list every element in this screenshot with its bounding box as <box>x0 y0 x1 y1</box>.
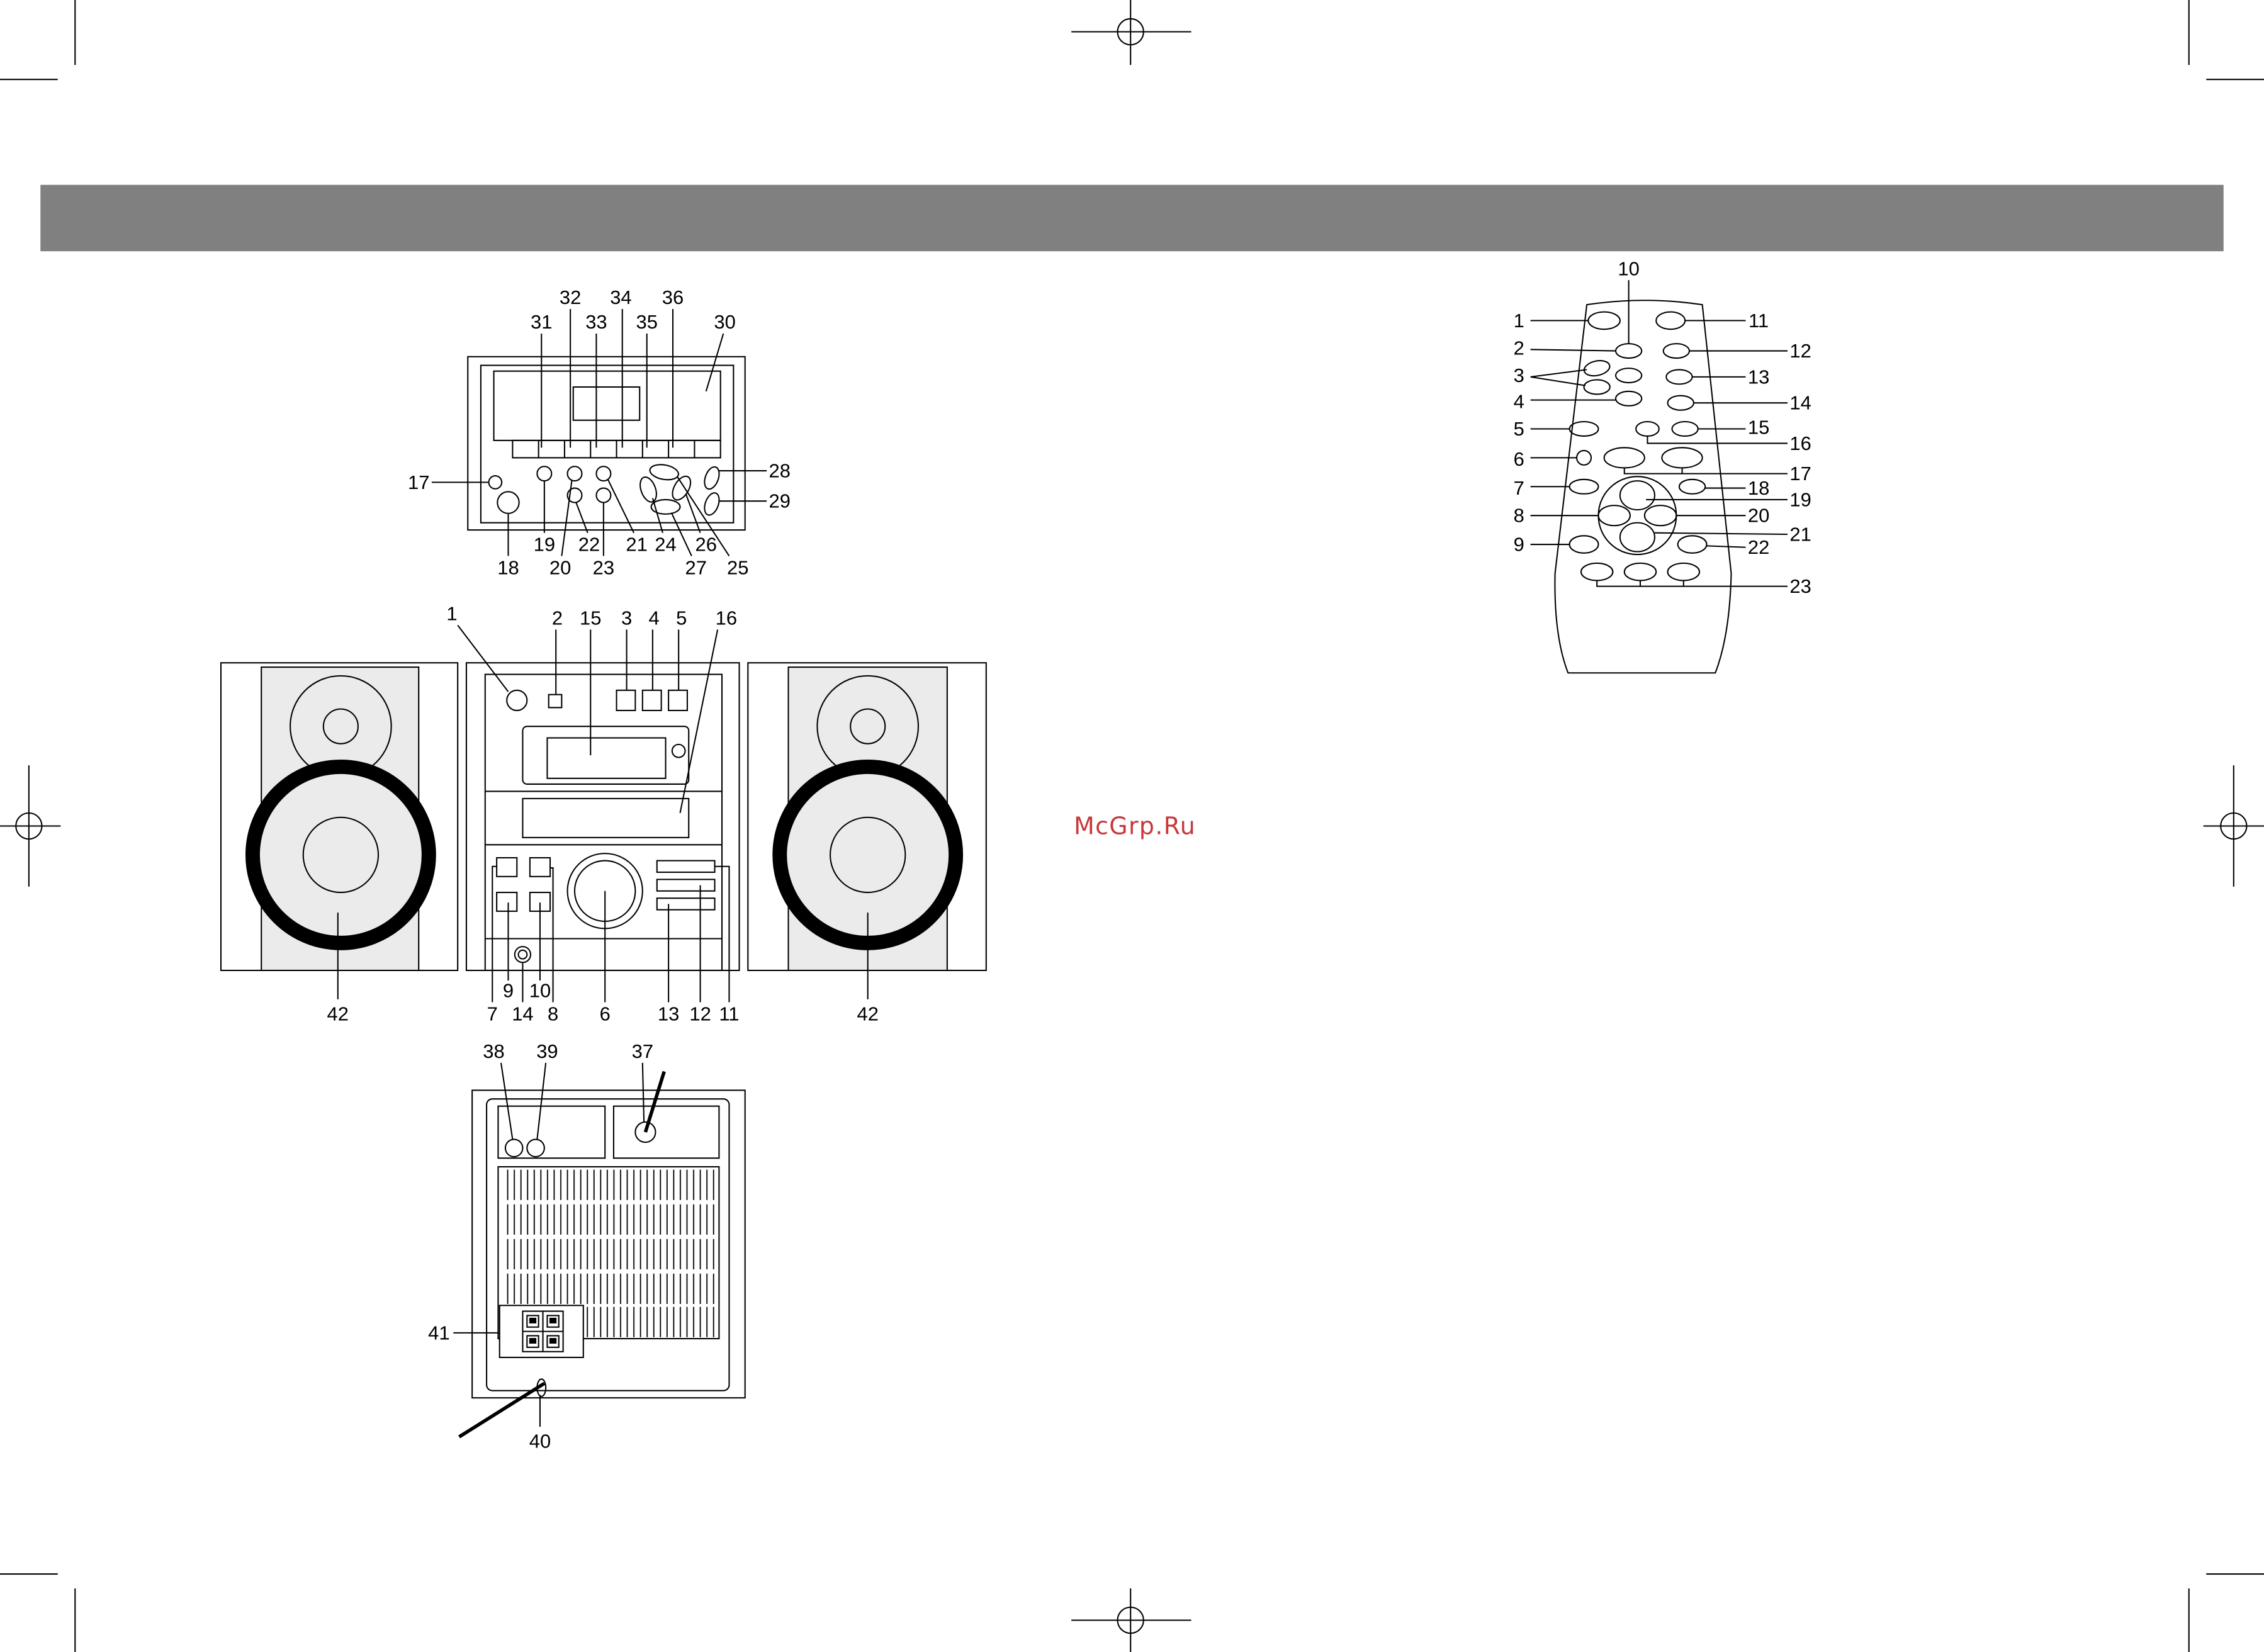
callout-4: 4 <box>649 607 660 629</box>
callout-8: 8 <box>548 1003 558 1025</box>
remote-callout-4: 4 <box>1514 390 1524 412</box>
remote-callout-10: 10 <box>1618 257 1639 279</box>
callout-26: 26 <box>696 534 717 556</box>
watermark: McGrp.Ru <box>1074 812 1196 840</box>
left-woofer-cap <box>303 818 378 892</box>
callout-14: 14 <box>512 1003 533 1025</box>
callout-18: 18 <box>497 556 519 578</box>
callout-10: 10 <box>529 980 551 1002</box>
callout-20: 20 <box>549 556 571 578</box>
callout-7: 7 <box>487 1003 498 1025</box>
callout-3: 3 <box>621 607 632 629</box>
terminal-contact <box>550 1318 556 1323</box>
remote-callout-5: 5 <box>1514 418 1524 440</box>
callout-22: 22 <box>578 534 600 556</box>
remote-callout-22: 22 <box>1748 536 1769 558</box>
callout-37: 37 <box>632 1040 653 1062</box>
callout-5: 5 <box>676 607 687 629</box>
callout-23: 23 <box>593 556 614 578</box>
callout-39: 39 <box>536 1040 558 1062</box>
remote-callout-21: 21 <box>1789 523 1811 545</box>
left-tweeter-dome <box>324 709 358 744</box>
callout-30: 30 <box>714 311 735 333</box>
remote-callout-8: 8 <box>1514 505 1524 527</box>
remote-callout-23: 23 <box>1789 575 1811 597</box>
callout-15: 15 <box>580 607 601 629</box>
callout-34: 34 <box>610 286 631 308</box>
remote-callout-2: 2 <box>1514 337 1524 359</box>
callout-31: 31 <box>531 311 552 333</box>
callout-1: 1 <box>446 603 457 625</box>
terminal-contact <box>550 1339 556 1343</box>
callout-42-left: 42 <box>327 1003 349 1025</box>
remote-callout-13: 13 <box>1748 366 1769 388</box>
right-woofer-cap <box>830 818 905 892</box>
callout-11: 11 <box>719 1003 739 1025</box>
header-bar <box>40 185 2224 252</box>
remote-callout-1: 1 <box>1514 310 1524 332</box>
callout-16: 16 <box>716 607 737 629</box>
callout-38: 38 <box>483 1040 504 1062</box>
callout-2: 2 <box>552 607 563 629</box>
callout-35: 35 <box>636 311 657 333</box>
terminal-contact <box>530 1339 536 1343</box>
remote-callout-12: 12 <box>1789 340 1811 362</box>
callout-6: 6 <box>600 1003 611 1025</box>
callout-12: 12 <box>689 1003 711 1025</box>
remote-callout-15: 15 <box>1748 417 1769 439</box>
remote-callout-3: 3 <box>1514 364 1524 386</box>
remote-callout-20: 20 <box>1748 505 1769 527</box>
callout-17: 17 <box>408 471 429 493</box>
grille-row <box>502 1274 714 1304</box>
callout-41: 41 <box>428 1322 449 1344</box>
callout-42-right: 42 <box>857 1003 878 1025</box>
callout-19: 19 <box>534 534 555 556</box>
callout-9: 9 <box>503 980 514 1002</box>
callout-27: 27 <box>685 556 706 578</box>
callout-25: 25 <box>727 556 748 578</box>
remote-callout-6: 6 <box>1514 448 1524 470</box>
callout-13: 13 <box>658 1003 679 1025</box>
speaker-terminal-block-41 <box>500 1305 583 1357</box>
right-tweeter-dome <box>850 709 885 744</box>
remote-callout-16: 16 <box>1789 432 1811 454</box>
remote-callout-9: 9 <box>1514 534 1524 556</box>
callout-24: 24 <box>655 534 676 556</box>
grille-row <box>502 1239 714 1269</box>
grille-row <box>502 1205 714 1235</box>
callout-32: 32 <box>560 286 581 308</box>
remote-callout-11: 11 <box>1749 310 1769 332</box>
remote-callout-14: 14 <box>1789 392 1811 414</box>
remote-callout-19: 19 <box>1789 488 1811 510</box>
callout-28: 28 <box>769 460 791 482</box>
callout-29: 29 <box>769 490 791 512</box>
remote-callout-17: 17 <box>1789 463 1811 485</box>
terminal-contact <box>530 1318 536 1323</box>
grille-row <box>502 1170 714 1200</box>
callout-40: 40 <box>529 1430 551 1452</box>
callout-36: 36 <box>662 286 684 308</box>
callout-21: 21 <box>626 534 647 556</box>
callout-33: 33 <box>585 311 607 333</box>
remote-callout-7: 7 <box>1514 477 1524 499</box>
remote-callout-18: 18 <box>1748 477 1769 499</box>
